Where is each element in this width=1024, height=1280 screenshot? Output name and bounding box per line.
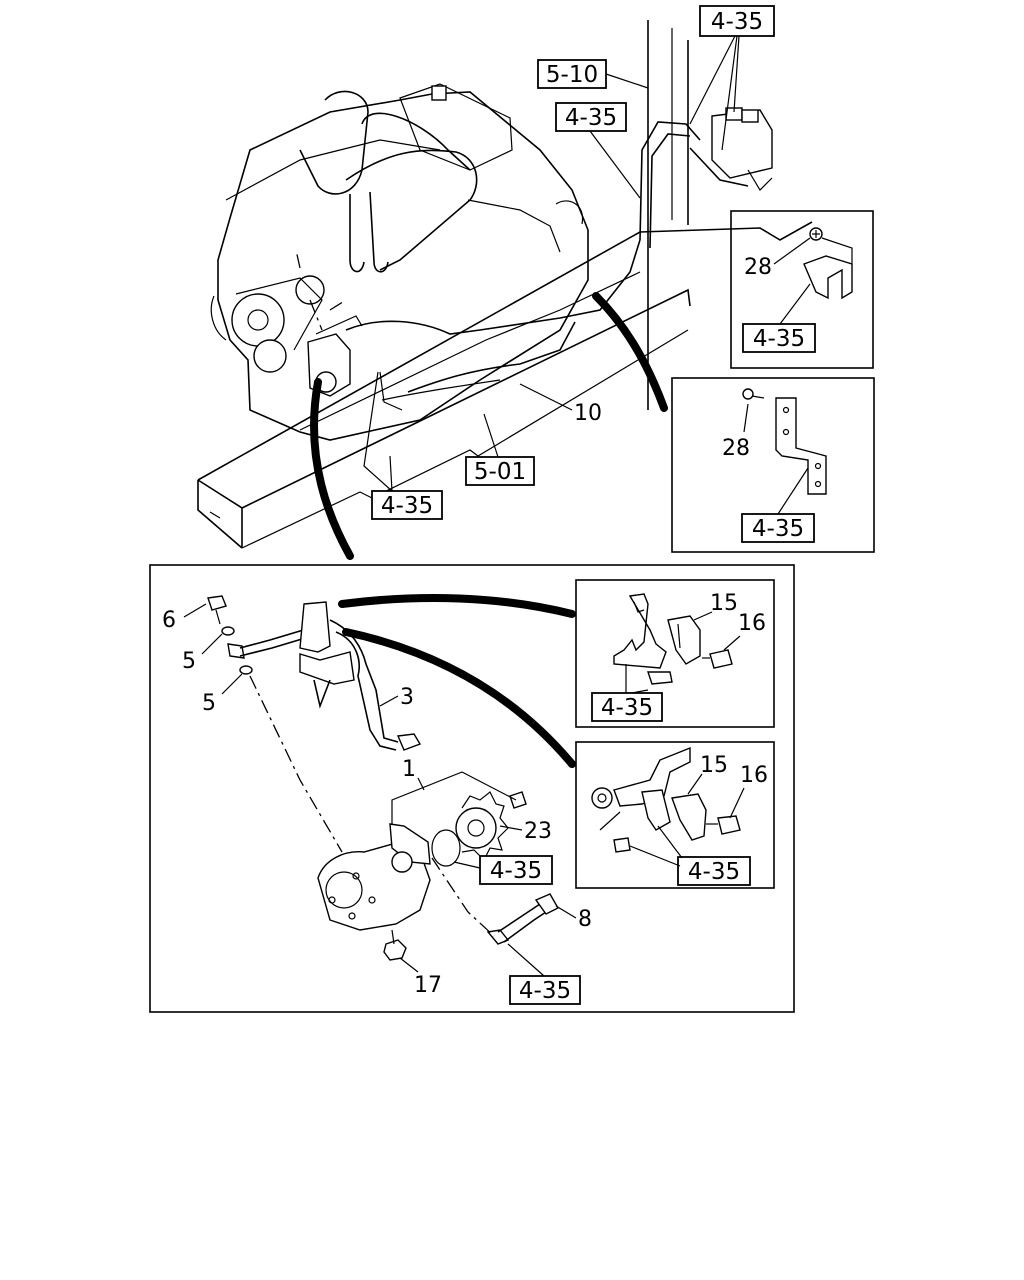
main-callout-5a: 5 xyxy=(182,649,196,674)
inset-c-ref-box xyxy=(591,692,663,722)
ref-label-4-35-frame: 4-35 xyxy=(381,493,433,519)
inset-bracket-a: 28 4-35 xyxy=(730,210,874,369)
main-panel: 6 5 5 3 1 23 8 17 4-35 4-35 xyxy=(149,564,795,1013)
inset-c-callout-15: 15 xyxy=(710,591,738,616)
inset-bracket-b: 28 4-35 xyxy=(671,377,875,553)
inset-c-ref-label: 4-35 xyxy=(601,695,653,721)
ref-label-5-01: 5-01 xyxy=(474,459,526,485)
inset-d-callout-15: 15 xyxy=(700,753,728,778)
inset-c-callout-16: 16 xyxy=(738,611,766,636)
ref-box-5-01 xyxy=(465,456,535,486)
ref-label-4-35-hose: 4-35 xyxy=(565,105,617,131)
inset-clamp-c: 15 16 4-35 xyxy=(575,579,775,728)
ref-label-4-35-top: 4-35 xyxy=(711,9,763,35)
main-callout-1: 1 xyxy=(402,757,416,782)
inset-a-callout-28: 28 xyxy=(744,255,772,280)
main-callout-5b: 5 xyxy=(202,691,216,716)
main-callout-6: 6 xyxy=(162,608,176,633)
inset-d-callout-16: 16 xyxy=(740,763,768,788)
inset-d-ref-box xyxy=(677,856,751,886)
inset-a-ref-box xyxy=(742,323,816,353)
main-ref-label-pump: 4-35 xyxy=(490,858,542,884)
gear-part xyxy=(455,791,509,862)
callout-10: 10 xyxy=(574,401,602,426)
ref-box-4-35-top xyxy=(699,5,775,37)
ref-label-5-10: 5-10 xyxy=(546,62,598,88)
inset-b-callout-28: 28 xyxy=(722,436,750,461)
engine-illustration xyxy=(197,20,813,560)
main-callout-23: 23 xyxy=(524,819,552,844)
main-callout-3: 3 xyxy=(400,685,414,710)
main-callout-8: 8 xyxy=(578,907,592,932)
ref-box-4-35-frame xyxy=(371,490,443,520)
inset-d-ref-label: 4-35 xyxy=(688,859,740,885)
main-ref-label-pipe: 4-35 xyxy=(519,978,571,1004)
top-callouts: 4-35 5-10 4-35 10 5-01 4-35 xyxy=(363,5,775,520)
main-ref-box-pipe xyxy=(509,975,581,1005)
main-ref-box-pump xyxy=(479,855,553,885)
ref-box-4-35-hose xyxy=(555,102,627,132)
inset-clamp-d: 15 16 4-35 xyxy=(575,741,775,889)
inset-a-ref-label: 4-35 xyxy=(753,326,805,352)
inset-b-ref-label: 4-35 xyxy=(752,516,804,542)
main-callout-17: 17 xyxy=(414,973,442,998)
